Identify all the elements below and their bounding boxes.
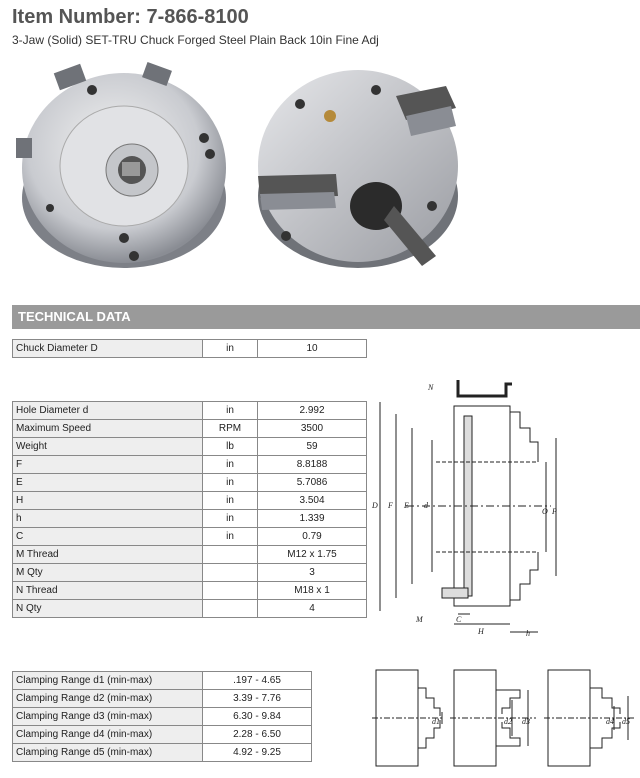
spec-value: 10	[257, 339, 367, 358]
spec-label: H	[12, 491, 203, 510]
table-row: Clamping Range d5 (min-max)4.92 - 9.25	[12, 743, 312, 762]
diagram-label-C: C	[456, 615, 462, 624]
diagram-label-P: P	[551, 507, 557, 516]
diagram-label-d5: d5	[622, 717, 630, 726]
spec-value: M12 x 1.75	[257, 545, 367, 564]
spec-label: Maximum Speed	[12, 419, 203, 438]
diagram-label-H: H	[477, 627, 485, 636]
clamping-label: Clamping Range d3 (min-max)	[12, 707, 203, 726]
clamping-label: Clamping Range d1 (min-max)	[12, 671, 203, 690]
spec-unit: in	[202, 509, 258, 528]
diagram-label-d2: d2	[504, 717, 512, 726]
clamping-diagram-d1: d1	[372, 669, 444, 767]
spec-value: 3500	[257, 419, 367, 438]
spec-label: N Thread	[12, 581, 203, 600]
diagram-label-O: O	[542, 507, 548, 516]
spec-unit: in	[202, 339, 258, 358]
diagram-label-h: h	[526, 629, 530, 638]
spec-value: 1.339	[257, 509, 367, 528]
diagram-label-M: M	[415, 615, 424, 624]
spec-unit: in	[202, 527, 258, 546]
spec-value: 2.992	[257, 401, 367, 420]
spec-value: 3	[257, 563, 367, 582]
spec-unit	[202, 581, 258, 600]
clamping-value: 3.39 - 7.76	[202, 689, 312, 708]
item-number-title: Item Number: 7-866-8100	[12, 6, 249, 28]
chuck-diameter-table: Chuck Diameter D in 10	[12, 339, 367, 358]
spec-label: F	[12, 455, 203, 474]
clamping-value: 4.92 - 9.25	[202, 743, 312, 762]
diagram-label-N: N	[427, 383, 434, 392]
product-subtitle: 3-Jaw (Solid) SET-TRU Chuck Forged Steel…	[12, 33, 379, 47]
spec-value: M18 x 1	[257, 581, 367, 600]
chuck-photo-jaws	[258, 70, 458, 268]
diagram-label-D: D	[371, 501, 378, 510]
table-row: N Thread M18 x 1	[12, 581, 367, 600]
technical-data-header: TECHNICAL DATA	[12, 305, 640, 329]
spec-label: Weight	[12, 437, 203, 456]
table-row: Clamping Range d4 (min-max)2.28 - 6.50	[12, 725, 312, 744]
spec-unit: lb	[202, 437, 258, 456]
clamping-diagram-d2-d3: d2 d3	[450, 669, 536, 767]
table-row: Clamping Range d1 (min-max).197 - 4.65	[12, 671, 312, 690]
spec-unit	[202, 599, 258, 618]
clamping-label: Clamping Range d4 (min-max)	[12, 725, 203, 744]
clamping-value: .197 - 4.65	[202, 671, 312, 690]
table-row: Clamping Range d3 (min-max)6.30 - 9.84	[12, 707, 312, 726]
spec-label: N Qty	[12, 599, 203, 618]
spec-label: M Thread	[12, 545, 203, 564]
chuck-section-drawing: N D F E d O P M C H h	[371, 380, 557, 638]
spec-unit: in	[202, 455, 258, 474]
table-row: N Qty 4	[12, 599, 367, 618]
clamping-label: Clamping Range d2 (min-max)	[12, 689, 203, 708]
spec-label: Hole Diameter d	[12, 401, 203, 420]
diagram-label-d: d	[424, 501, 429, 510]
diagram-label-F: F	[387, 501, 393, 510]
chuck-photo-front	[16, 62, 226, 268]
spec-unit	[202, 545, 258, 564]
diagram-label-E: E	[403, 501, 409, 510]
clamping-value: 2.28 - 6.50	[202, 725, 312, 744]
table-row: M Thread M12 x 1.75	[12, 545, 367, 564]
spec-unit	[202, 563, 258, 582]
clamping-range-table: Clamping Range d1 (min-max).197 - 4.65 C…	[12, 671, 312, 762]
table-row: Chuck Diameter D in 10	[12, 339, 367, 358]
spec-label: C	[12, 527, 203, 546]
clamping-value: 6.30 - 9.84	[202, 707, 312, 726]
diagram-label-d1: d1	[432, 717, 440, 726]
diagram-label-d4: d4	[606, 717, 614, 726]
diagram-label-d3: d3	[522, 717, 530, 726]
spec-label: M Qty	[12, 563, 203, 582]
table-row: M Qty 3	[12, 563, 367, 582]
clamping-label: Clamping Range d5 (min-max)	[12, 743, 203, 762]
clamping-diagram-d4-d5: d4 d5	[544, 669, 634, 767]
spec-unit: in	[202, 491, 258, 510]
spec-label: Chuck Diameter D	[12, 339, 203, 358]
spec-unit: in	[202, 401, 258, 420]
spec-unit: RPM	[202, 419, 258, 438]
spec-unit: in	[202, 473, 258, 492]
table-row: Clamping Range d2 (min-max)3.39 - 7.76	[12, 689, 312, 708]
spec-value: 4	[257, 599, 367, 618]
spec-value: 3.504	[257, 491, 367, 510]
spec-value: 8.8188	[257, 455, 367, 474]
spec-label: h	[12, 509, 203, 528]
spec-value: 5.7086	[257, 473, 367, 492]
spec-value: 0.79	[257, 527, 367, 546]
spec-label: E	[12, 473, 203, 492]
spec-value: 59	[257, 437, 367, 456]
